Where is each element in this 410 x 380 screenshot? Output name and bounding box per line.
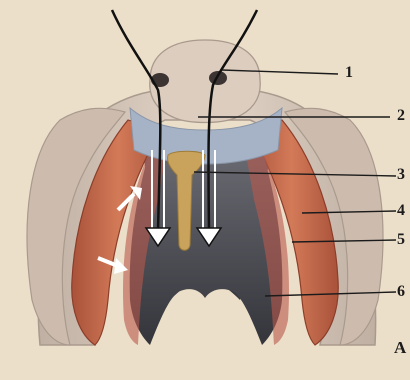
callout-3: 3	[397, 167, 405, 183]
callout-1: 1	[345, 65, 353, 81]
callout-5: 5	[397, 232, 405, 248]
callout-6: 6	[397, 284, 405, 300]
panel-letter: A	[394, 338, 406, 358]
callout-4: 4	[397, 203, 405, 219]
callout-2: 2	[397, 108, 405, 124]
